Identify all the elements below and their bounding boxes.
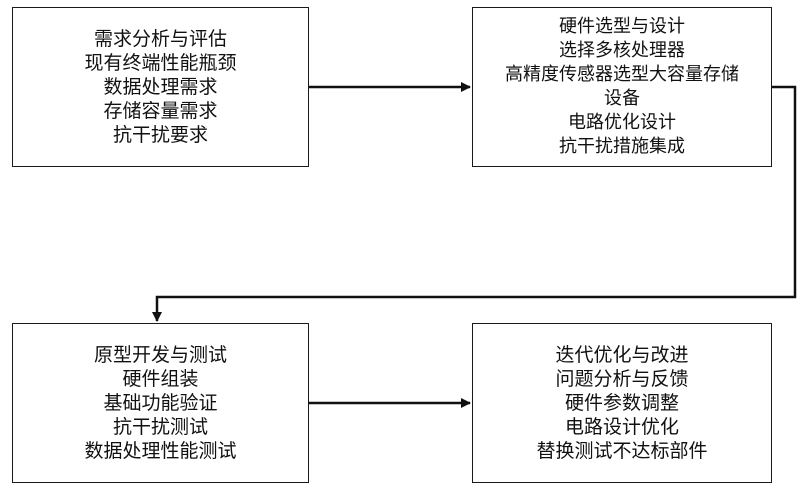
box-line: 替换测试不达标部件 xyxy=(536,440,708,462)
box-line: 电路设计优化 xyxy=(564,416,679,438)
box-line: 硬件参数调整 xyxy=(564,392,679,414)
box-line: 硬件组装 xyxy=(122,368,199,390)
box-line: 抗干扰要求 xyxy=(112,124,208,146)
prototype-testing-box: 原型开发与测试 硬件组装 基础功能验证 抗干扰测试 数据处理性能测试 xyxy=(12,323,309,483)
box-line: 现有终端性能瓶颈 xyxy=(84,52,237,74)
box-line: 数据处理性能测试 xyxy=(84,440,237,462)
box-line: 问题分析与反馈 xyxy=(555,368,689,390)
box-line: 存储容量需求 xyxy=(103,100,218,122)
hardware-design-box: 硬件选型与设计 选择多核处理器 高精度传感器选型大容量存储 设备 电路优化设计 … xyxy=(472,7,772,167)
box-line: 基础功能验证 xyxy=(103,392,218,414)
box-line: 设备 xyxy=(604,88,640,109)
iteration-optimization-box: 迭代优化与改进 问题分析与反馈 硬件参数调整 电路设计优化 替换测试不达标部件 xyxy=(472,323,772,483)
box-line: 抗干扰措施集成 xyxy=(559,136,685,157)
box-line: 原型开发与测试 xyxy=(93,344,227,366)
box-line: 选择多核处理器 xyxy=(559,40,685,61)
box-line: 抗干扰测试 xyxy=(112,416,208,438)
box-line: 数据处理需求 xyxy=(103,76,218,98)
box-line: 电路优化设计 xyxy=(568,112,676,133)
box-line: 迭代优化与改进 xyxy=(555,344,689,366)
box-line: 硬件选型与设计 xyxy=(559,16,685,37)
box-line: 需求分析与评估 xyxy=(93,28,227,50)
box-line: 高精度传感器选型大容量存储 xyxy=(505,64,739,85)
requirements-analysis-box: 需求分析与评估 现有终端性能瓶颈 数据处理需求 存储容量需求 抗干扰要求 xyxy=(12,7,309,167)
